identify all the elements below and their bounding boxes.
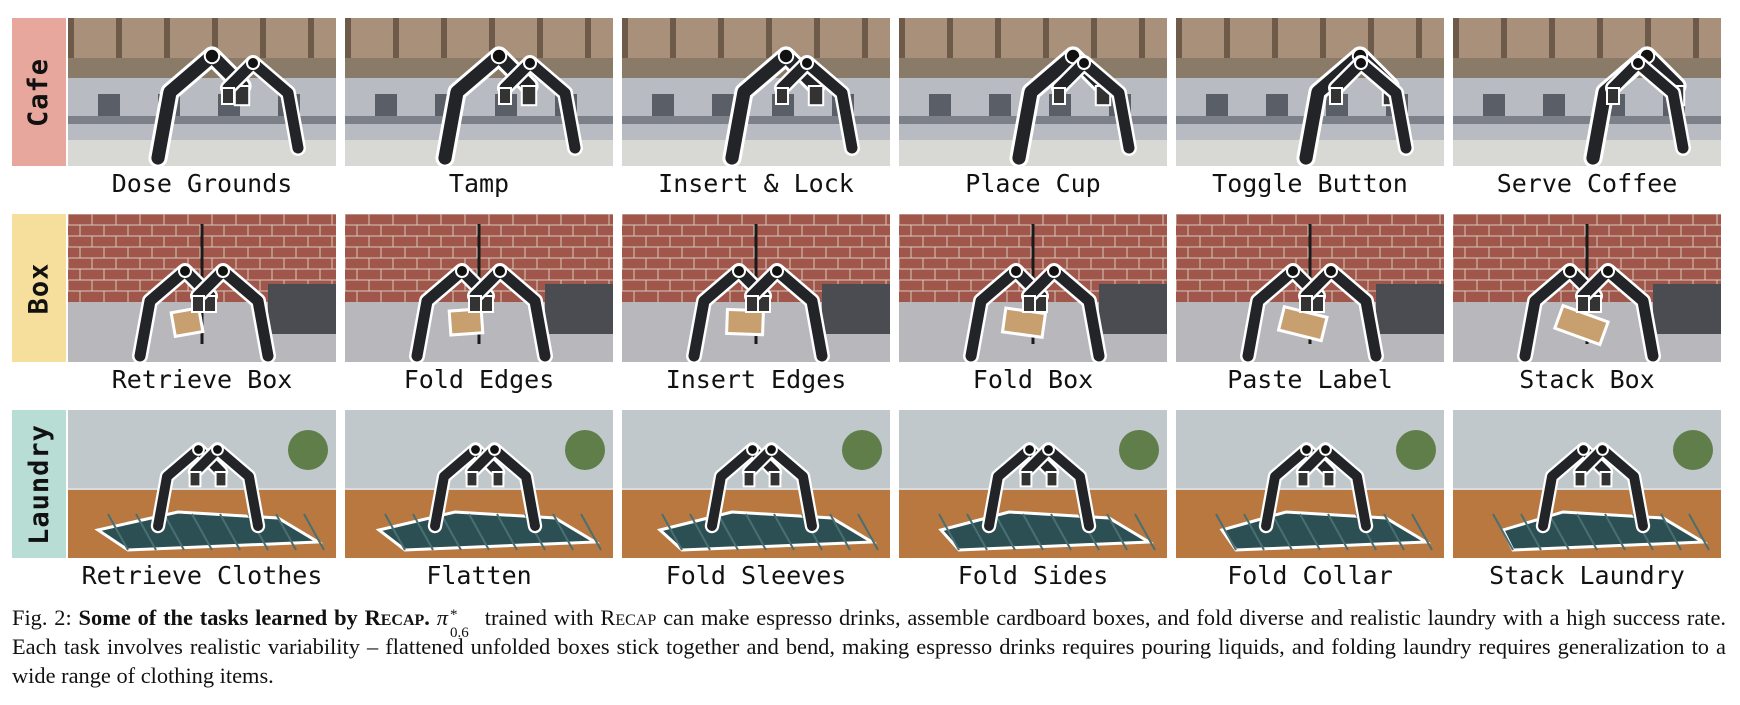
policy-sup: * <box>449 607 458 623</box>
task-label: Place Cup <box>965 169 1101 198</box>
task-label: Fold Box <box>972 365 1094 394</box>
task-tile: Dose Grounds <box>68 18 336 198</box>
task-tile: Paste Label <box>1176 214 1444 394</box>
row-label-text: Cafe <box>23 57 55 127</box>
task-tile: Serve Coffee <box>1453 18 1721 198</box>
task-photo <box>622 18 890 166</box>
task-label: Flatten <box>426 561 532 590</box>
row-laundry: Laundry Retrieve Clothes Flatten Fold Sl… <box>12 410 1728 590</box>
task-tile: Fold Sleeves <box>622 410 890 590</box>
task-photo <box>68 410 336 558</box>
task-photo <box>899 410 1167 558</box>
task-label: Tamp <box>448 169 510 198</box>
row-box: Box Retrieve Box Fold Edges Insert Edges… <box>12 214 1728 394</box>
caption-bold-name: Recap <box>364 605 425 630</box>
task-label: Retrieve Clothes <box>81 561 323 590</box>
task-label: Insert Edges <box>665 365 847 394</box>
task-tile: Stack Box <box>1453 214 1721 394</box>
task-tile: Insert Edges <box>622 214 890 394</box>
task-label: Dose Grounds <box>111 169 293 198</box>
task-photo <box>345 410 613 558</box>
policy-symbol: π* 0.6 <box>436 605 478 641</box>
caption-method-name: Recap <box>600 605 657 630</box>
task-label: Retrieve Box <box>111 365 293 394</box>
row-label-laundry: Laundry <box>12 410 66 558</box>
task-label: Paste Label <box>1227 365 1393 394</box>
caption-bold-lead: Some of the tasks learned by <box>78 605 365 630</box>
task-label: Toggle Button <box>1212 169 1408 198</box>
task-label: Serve Coffee <box>1496 169 1678 198</box>
task-photo <box>622 410 890 558</box>
task-photo <box>345 214 613 362</box>
task-photo <box>622 214 890 362</box>
task-tile: Retrieve Clothes <box>68 410 336 590</box>
task-photo <box>1453 410 1721 558</box>
task-photo <box>899 214 1167 362</box>
caption-text-1: trained with <box>477 605 601 630</box>
task-photo <box>1453 18 1721 166</box>
caption-bold-end: . <box>424 605 430 630</box>
row-cafe: Cafe Dose Grounds Tamp Insert & Lock Pla… <box>12 18 1728 198</box>
policy-sub: 0.6 <box>449 625 469 641</box>
task-tile: Fold Edges <box>345 214 613 394</box>
task-photo <box>1176 18 1444 166</box>
task-tile: Fold Collar <box>1176 410 1444 590</box>
policy-pi: π <box>436 605 448 630</box>
figure-caption: Fig. 2: Some of the tasks learned by Rec… <box>12 603 1726 690</box>
task-photo <box>68 214 336 362</box>
task-tile: Stack Laundry <box>1453 410 1721 590</box>
task-label: Stack Box <box>1519 365 1655 394</box>
task-tile: Insert & Lock <box>622 18 890 198</box>
task-photo <box>899 18 1167 166</box>
row-label-cafe: Cafe <box>12 18 66 166</box>
task-label: Insert & Lock <box>658 169 854 198</box>
task-photo <box>1176 410 1444 558</box>
row-label-box: Box <box>12 214 66 362</box>
task-label: Stack Laundry <box>1489 561 1685 590</box>
task-tile: Toggle Button <box>1176 18 1444 198</box>
task-tile: Tamp <box>345 18 613 198</box>
caption-text-2: can make espresso drinks, assemble cardb… <box>12 605 1727 688</box>
task-label: Fold Sleeves <box>665 561 847 590</box>
caption-prefix: Fig. 2: <box>12 605 79 630</box>
task-photo <box>345 18 613 166</box>
task-tile: Fold Box <box>899 214 1167 394</box>
task-tile: Fold Sides <box>899 410 1167 590</box>
row-label-text: Box <box>23 262 55 314</box>
task-photo <box>1453 214 1721 362</box>
task-tile: Place Cup <box>899 18 1167 198</box>
task-tile: Retrieve Box <box>68 214 336 394</box>
task-label: Fold Edges <box>403 365 555 394</box>
task-tile: Flatten <box>345 410 613 590</box>
task-label: Fold Collar <box>1227 561 1393 590</box>
task-label: Fold Sides <box>957 561 1109 590</box>
task-photo <box>1176 214 1444 362</box>
row-label-text: Laundry <box>23 423 55 545</box>
task-photo <box>68 18 336 166</box>
